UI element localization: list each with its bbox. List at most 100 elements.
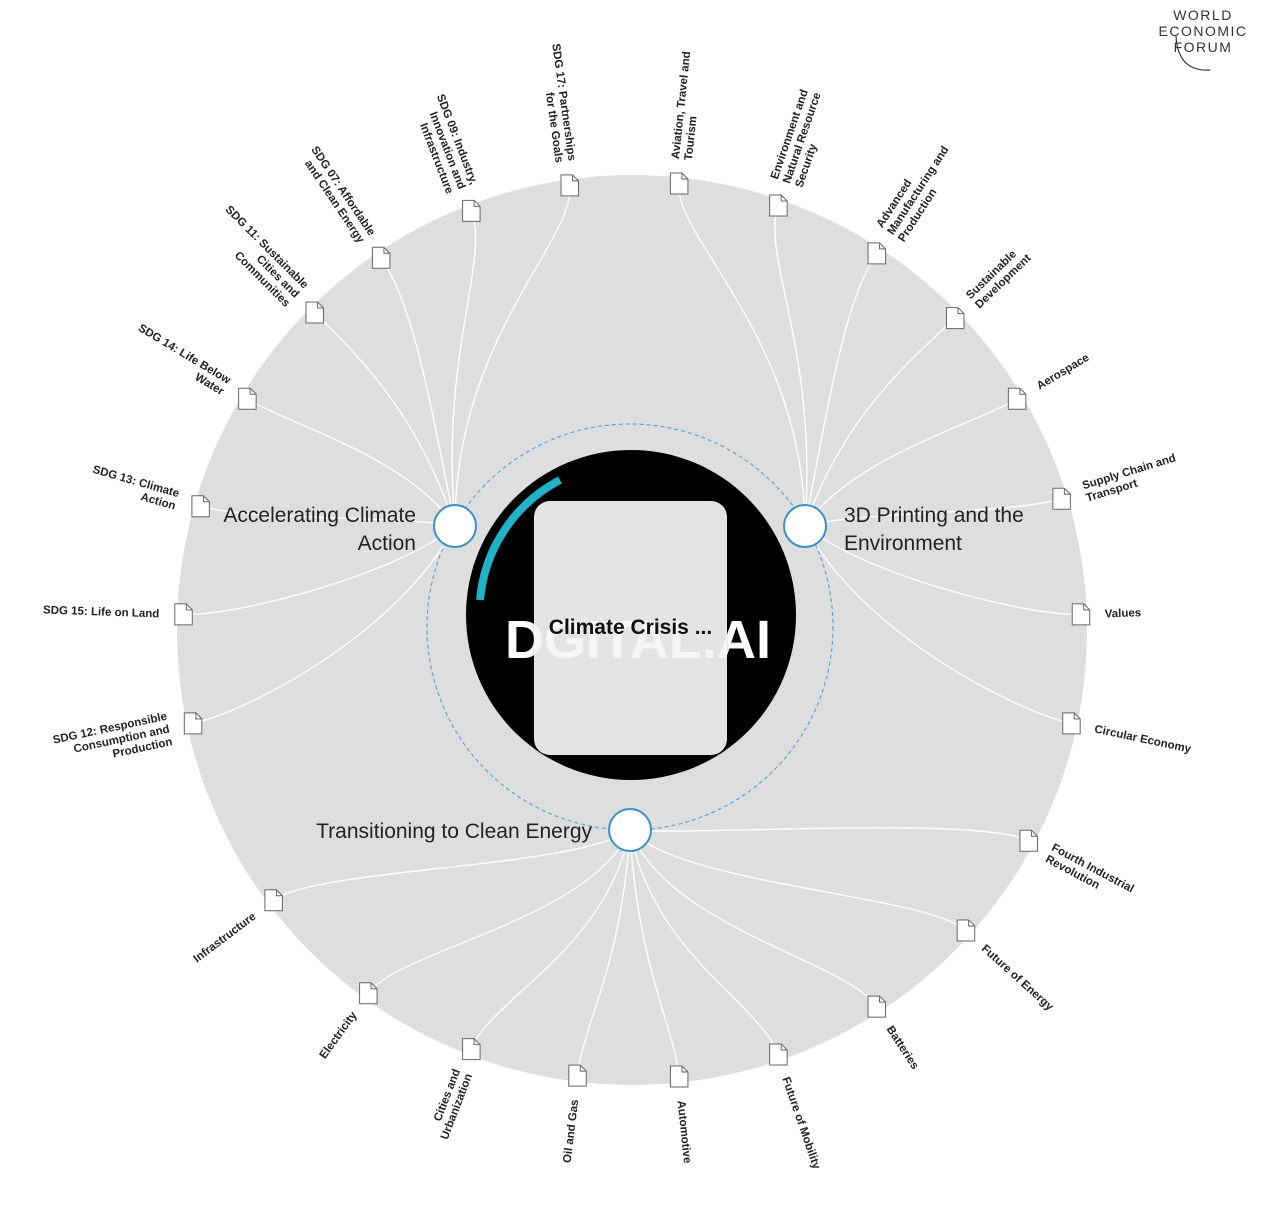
- connector-line: [774, 205, 808, 527]
- connector-line: [804, 498, 1062, 527]
- document-icon[interactable]: [560, 174, 580, 197]
- connector-line: [804, 398, 1018, 527]
- document-icon[interactable]: [183, 712, 203, 735]
- world-economic-forum-logo: WORLD ECONOMIC FORUM: [1148, 6, 1258, 72]
- leaf-label-line: Automotive: [674, 1100, 693, 1164]
- connector-line: [629, 829, 967, 931]
- document-icon[interactable]: [174, 603, 193, 626]
- leaf-label-line: Values: [1105, 607, 1142, 620]
- connector-line: [454, 185, 571, 527]
- leaf-label[interactable]: SDG 07: Affordableand Clean Energy: [298, 144, 378, 246]
- connector-line: [629, 827, 1029, 842]
- leaf-label[interactable]: Automotive: [674, 1100, 693, 1164]
- leaf-label[interactable]: Oil and Gas: [562, 1099, 582, 1164]
- center-topic-card[interactable]: Climate Crisis ...: [534, 501, 727, 755]
- leaf-label-line: Oil and Gas: [562, 1099, 582, 1164]
- document-icon[interactable]: [956, 919, 976, 942]
- hub-label-line: Transitioning to Clean Energy: [316, 820, 592, 843]
- document-icon[interactable]: [1019, 829, 1038, 852]
- leaf-label-line: Electricity: [318, 1009, 360, 1061]
- leaf-label[interactable]: Infrastructure: [192, 911, 259, 966]
- connector-line: [804, 525, 1072, 725]
- leaf-label[interactable]: Batteries: [884, 1024, 921, 1072]
- document-icon[interactable]: [462, 199, 481, 222]
- connector-line: [451, 210, 477, 527]
- hub-label-3d-printing[interactable]: 3D Printing and the Environment: [844, 502, 1084, 558]
- leaf-label-line: Infrastructure: [192, 911, 259, 966]
- leaf-label[interactable]: Environment andNatural ResourceSecurity: [769, 87, 836, 189]
- document-icon[interactable]: [1052, 487, 1071, 510]
- connector-line: [576, 829, 631, 1076]
- connector-line: [629, 829, 680, 1077]
- leaf-label[interactable]: AdvancedManufacturing andProduction: [875, 137, 963, 244]
- document-icon[interactable]: [669, 1065, 689, 1088]
- leaf-label-line: Circular Economy: [1093, 723, 1192, 755]
- hub-label-line: Action: [357, 532, 416, 555]
- leaf-label[interactable]: Aviation, Travel andTourism: [670, 51, 706, 161]
- leaf-label[interactable]: SDG 09: Industry,Innovation andInfrastru…: [410, 93, 480, 196]
- hub-node-print[interactable]: [783, 504, 827, 548]
- hub-nodes: [433, 504, 827, 852]
- connector-line: [272, 829, 631, 901]
- document-icon[interactable]: [769, 194, 788, 217]
- document-icon[interactable]: [867, 995, 887, 1018]
- document-icon[interactable]: [371, 246, 391, 269]
- leaf-label-line: SDG 15: Life on Land: [43, 604, 160, 620]
- document-icon[interactable]: [191, 495, 210, 518]
- center-accent-arc: [476, 476, 562, 601]
- document-icon[interactable]: [1071, 603, 1091, 626]
- leaf-label[interactable]: Supply Chain andTransport: [1081, 452, 1181, 504]
- leaf-label[interactable]: Circular Economy: [1093, 723, 1192, 755]
- connector-line: [678, 183, 806, 527]
- leaf-label-line: SDG 13: Climate: [91, 464, 180, 500]
- hub-node-acc[interactable]: [433, 504, 477, 548]
- leaf-label-line: Future of Energy: [979, 943, 1056, 1014]
- connector-line: [380, 257, 456, 527]
- leaf-label[interactable]: Aerospace: [1035, 352, 1092, 393]
- connector-line: [183, 525, 456, 616]
- connector-line: [246, 398, 456, 527]
- connector-line: [804, 525, 1081, 616]
- leaf-label[interactable]: SDG 12: ResponsibleConsumption andProduc…: [52, 711, 174, 772]
- leaf-label[interactable]: SDG 14: Life BelowWater: [129, 322, 233, 398]
- document-icon[interactable]: [867, 242, 887, 265]
- leaf-label[interactable]: SDG 13: ClimateAction: [88, 464, 181, 513]
- leaf-label[interactable]: Electricity: [318, 1009, 360, 1061]
- leaf-label[interactable]: SustainableDevelopment: [964, 243, 1033, 311]
- leaf-label-line: Future of Mobility: [779, 1076, 822, 1172]
- leaf-label[interactable]: SDG 11: SustainableCities andCommunities: [204, 204, 311, 310]
- hub-label-line: Accelerating Climate: [223, 504, 416, 527]
- connector-lines: [183, 183, 1081, 1077]
- document-icon[interactable]: [238, 387, 257, 410]
- document-icon[interactable]: [1062, 712, 1081, 735]
- hub-node-trans[interactable]: [608, 808, 652, 852]
- document-icon[interactable]: [264, 889, 283, 912]
- leaf-label-line: Tourism: [683, 115, 700, 161]
- document-icon[interactable]: [669, 172, 689, 195]
- leaf-label[interactable]: Future of Energy: [979, 943, 1056, 1014]
- connector-line: [367, 829, 631, 994]
- document-icon[interactable]: [769, 1043, 788, 1066]
- document-icon[interactable]: [305, 301, 325, 324]
- leaf-label[interactable]: Cities andUrbanization: [427, 1067, 475, 1141]
- document-icon[interactable]: [1007, 387, 1027, 410]
- leaf-label[interactable]: SDG 15: Life on Land: [43, 604, 160, 620]
- document-icon[interactable]: [462, 1038, 481, 1061]
- hub-label-line: 3D Printing and the: [844, 504, 1024, 527]
- leaf-label[interactable]: Fourth IndustrialRevolution: [1043, 842, 1135, 907]
- connector-line: [629, 829, 779, 1055]
- document-icon[interactable]: [568, 1064, 587, 1087]
- leaf-label-line: Batteries: [884, 1024, 921, 1072]
- leaf-label-line: Aerospace: [1035, 352, 1092, 393]
- hub-label-line: Environment: [844, 532, 962, 555]
- leaf-label-line: SDG 14: Life Below: [136, 322, 233, 387]
- hub-label-accelerating-climate-action[interactable]: Accelerating Climate Action: [180, 502, 416, 558]
- hub-label-transitioning-clean-energy[interactable]: Transitioning to Clean Energy: [250, 818, 592, 846]
- leaf-label[interactable]: SDG 17: Partnershipsfor the Goals: [536, 43, 578, 164]
- logo-arc-icon: [1175, 35, 1211, 71]
- document-icon[interactable]: [945, 307, 965, 330]
- leaf-label[interactable]: Values: [1105, 607, 1142, 620]
- document-icon[interactable]: [359, 982, 378, 1005]
- leaf-label[interactable]: Future of Mobility: [779, 1076, 822, 1172]
- connector-line: [470, 829, 631, 1050]
